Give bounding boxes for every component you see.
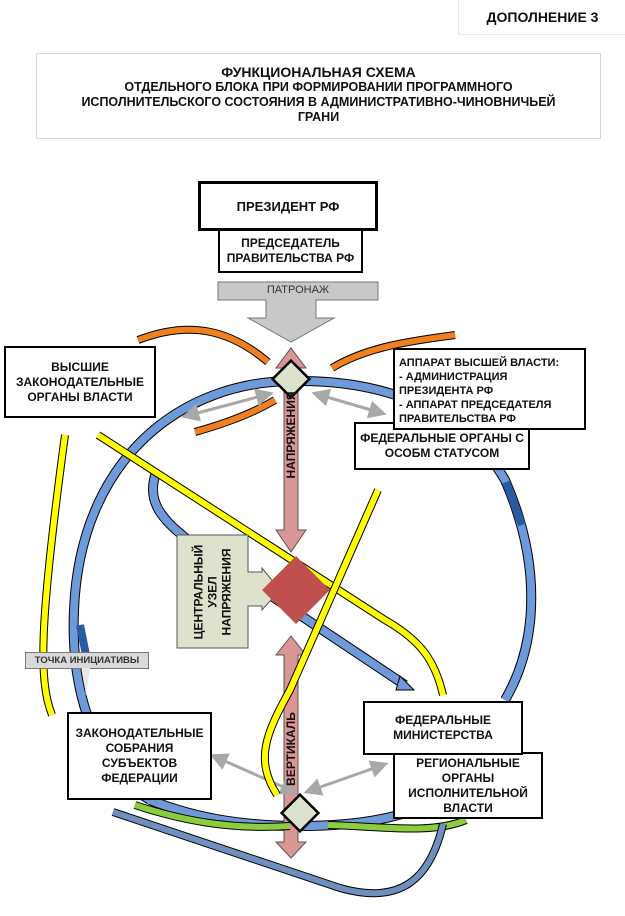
federal-ministries-box[interactable]: ФЕДЕРАЛЬНЫЕ МИНИСТЕРСТВА bbox=[363, 701, 523, 755]
chairman-box[interactable]: ПРЕДСЕДАТЕЛЬ ПРАВИТЕЛЬСТВА РФ bbox=[218, 229, 363, 273]
yellow-arrows bbox=[39, 431, 447, 798]
vertical-axis-label: ВЕРТИКАЛЬ bbox=[284, 712, 298, 786]
president-box[interactable]: ПРЕЗИДЕНТ РФ bbox=[198, 181, 378, 231]
title-line-4: ГРАНИ bbox=[297, 110, 340, 124]
bottom-return-arrow bbox=[111, 808, 447, 898]
initiative-point-label[interactable]: ТОЧКА ИНИЦИАТИВЫ bbox=[25, 652, 149, 669]
patronage-label: ПАТРОНАЖ bbox=[266, 284, 330, 296]
regional-executive-box[interactable]: РЕГИОНАЛЬНЫЕ ОРГАНЫ ИСПОЛНИТЕЛЬНОЙ ВЛАСТ… bbox=[393, 752, 543, 819]
tension-axis-label: НАПРЯЖЕНИЯ bbox=[284, 391, 298, 479]
title-line-3: ИСПОЛНИТЕЛЬСКОГО СОСТОЯНИЯ В АДМИНИСТРАТ… bbox=[81, 95, 556, 109]
patronage-arrow bbox=[217, 281, 379, 343]
central-node-label: ЦЕНТРАЛЬНЫЙ УЗЕЛ НАПРЯЖЕНИЯ bbox=[177, 535, 248, 648]
bottom-junction-diamond bbox=[279, 792, 321, 834]
central-node-pointer bbox=[176, 534, 281, 649]
higher-legislative-box[interactable]: ВЫСШИЕ ЗАКОНОДАТЕЛЬНЫЕ ОРГАНЫ ВЛАСТИ bbox=[4, 346, 156, 418]
regional-legislative-box[interactable]: ЗАКОНОДАТЕЛЬНЫЕ СОБРАНИЯ СУБЪЕКТОВ ФЕДЕР… bbox=[67, 712, 212, 800]
title-main: ФУНКЦИОНАЛЬНАЯ СХЕМА bbox=[221, 64, 416, 80]
vertical-arrow bbox=[274, 635, 308, 859]
central-tension-node bbox=[262, 556, 330, 624]
title-box: ФУНКЦИОНАЛЬНАЯ СХЕМА ОТДЕЛЬНОГО БЛОКА ПР… bbox=[36, 53, 601, 139]
green-arrows bbox=[133, 801, 468, 833]
addendum-label: ДОПОЛНЕНИЕ 3 bbox=[458, 0, 625, 35]
federal-special-status-box[interactable]: ФЕДЕРАЛЬНЫЕ ОРГАНЫ С ОСОБМ СТАТУСОМ bbox=[354, 422, 530, 470]
top-junction-diamond bbox=[270, 358, 312, 400]
higher-authority-apparatus-box[interactable]: АППАРАТ ВЫСШЕЙ ВЛАСТИ: - АДМИНИСТРАЦИЯ П… bbox=[393, 348, 586, 430]
initiative-down-arrow bbox=[82, 668, 90, 696]
title-line-2: ОТДЕЛЬНОГО БЛОКА ПРИ ФОРМИРОВАНИИ ПРОГРА… bbox=[124, 80, 513, 94]
gray-double-arrows bbox=[181, 388, 389, 796]
central-node-text: ЦЕНТРАЛЬНЫЙ УЗЕЛ НАПРЯЖЕНИЯ bbox=[191, 544, 234, 639]
tension-arrow bbox=[275, 347, 307, 553]
dark-blue-segment-right bbox=[502, 480, 526, 527]
